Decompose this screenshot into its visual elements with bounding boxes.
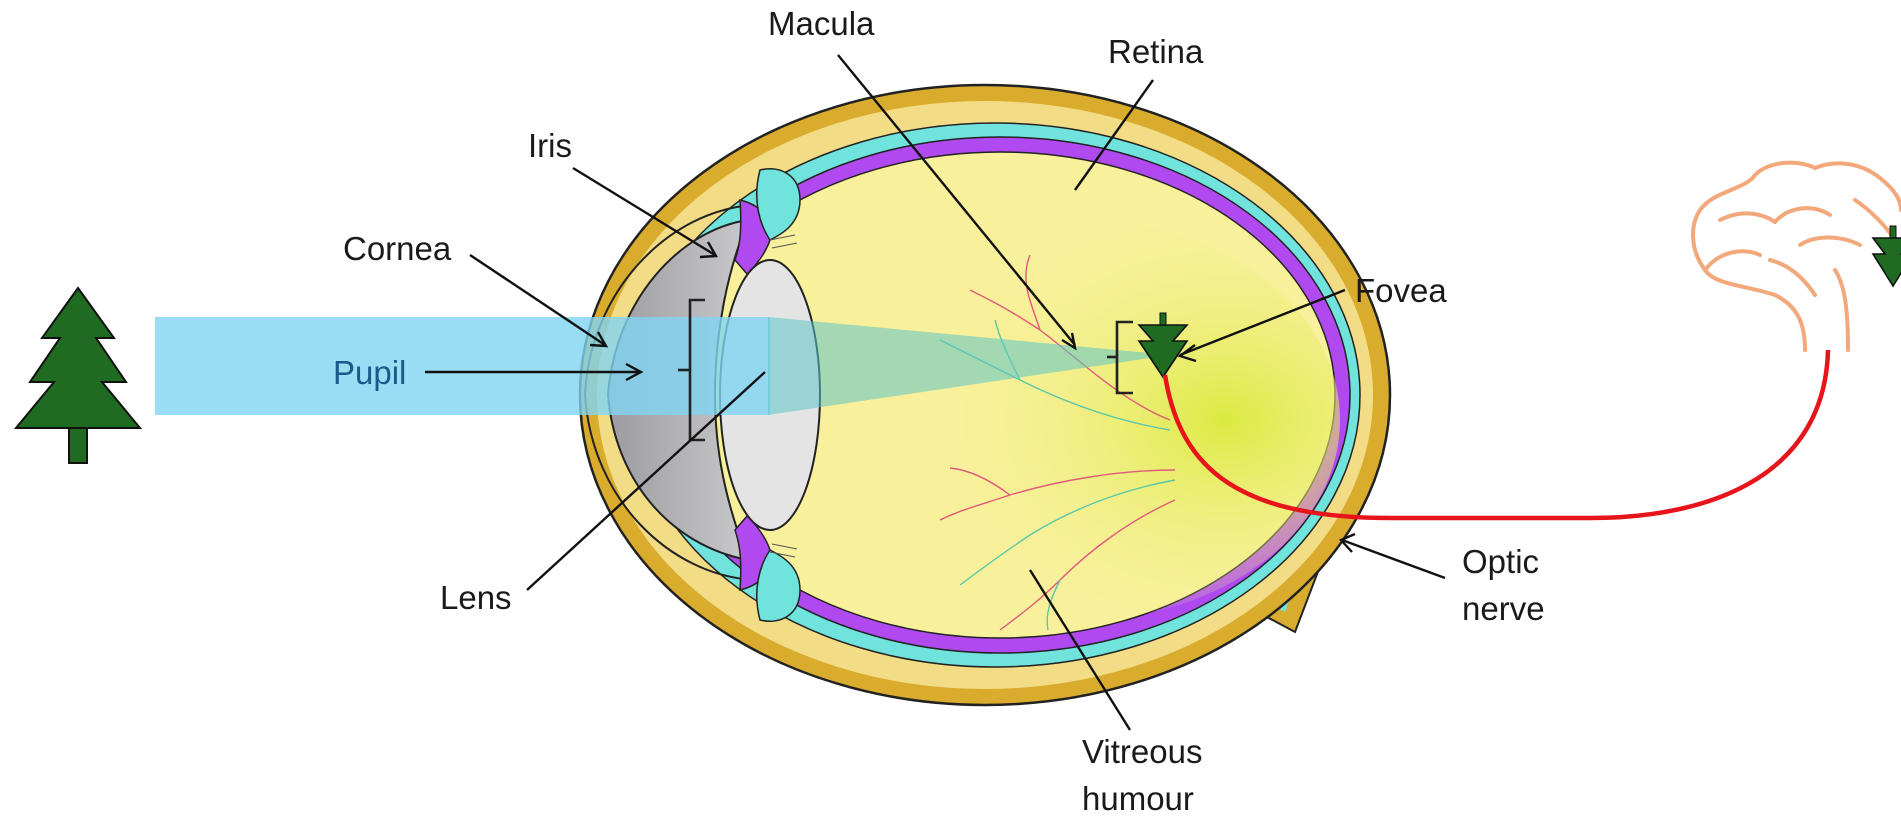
- brain-icon: [1693, 163, 1901, 350]
- vitreous-glow: [820, 220, 1340, 620]
- label-fovea: Fovea: [1355, 272, 1447, 309]
- light-beam-incoming: [155, 317, 770, 415]
- label-optic-nerve-line-1: Optic: [1462, 543, 1539, 580]
- brain-image-tree-icon: [1873, 226, 1901, 286]
- label-lens: Lens: [440, 579, 512, 616]
- label-vitreous-humour-line-2: humour: [1082, 780, 1194, 817]
- label-retina: Retina: [1108, 33, 1204, 70]
- label-iris: Iris: [528, 127, 572, 164]
- label-vitreous-humour-line-1: Vitreous: [1082, 733, 1202, 770]
- label-pupil: Pupil: [333, 354, 406, 391]
- label-optic-nerve-line-2: nerve: [1462, 590, 1545, 627]
- label-cornea: Cornea: [343, 230, 452, 267]
- tree-icon: [16, 288, 140, 463]
- label-macula: Macula: [768, 5, 875, 42]
